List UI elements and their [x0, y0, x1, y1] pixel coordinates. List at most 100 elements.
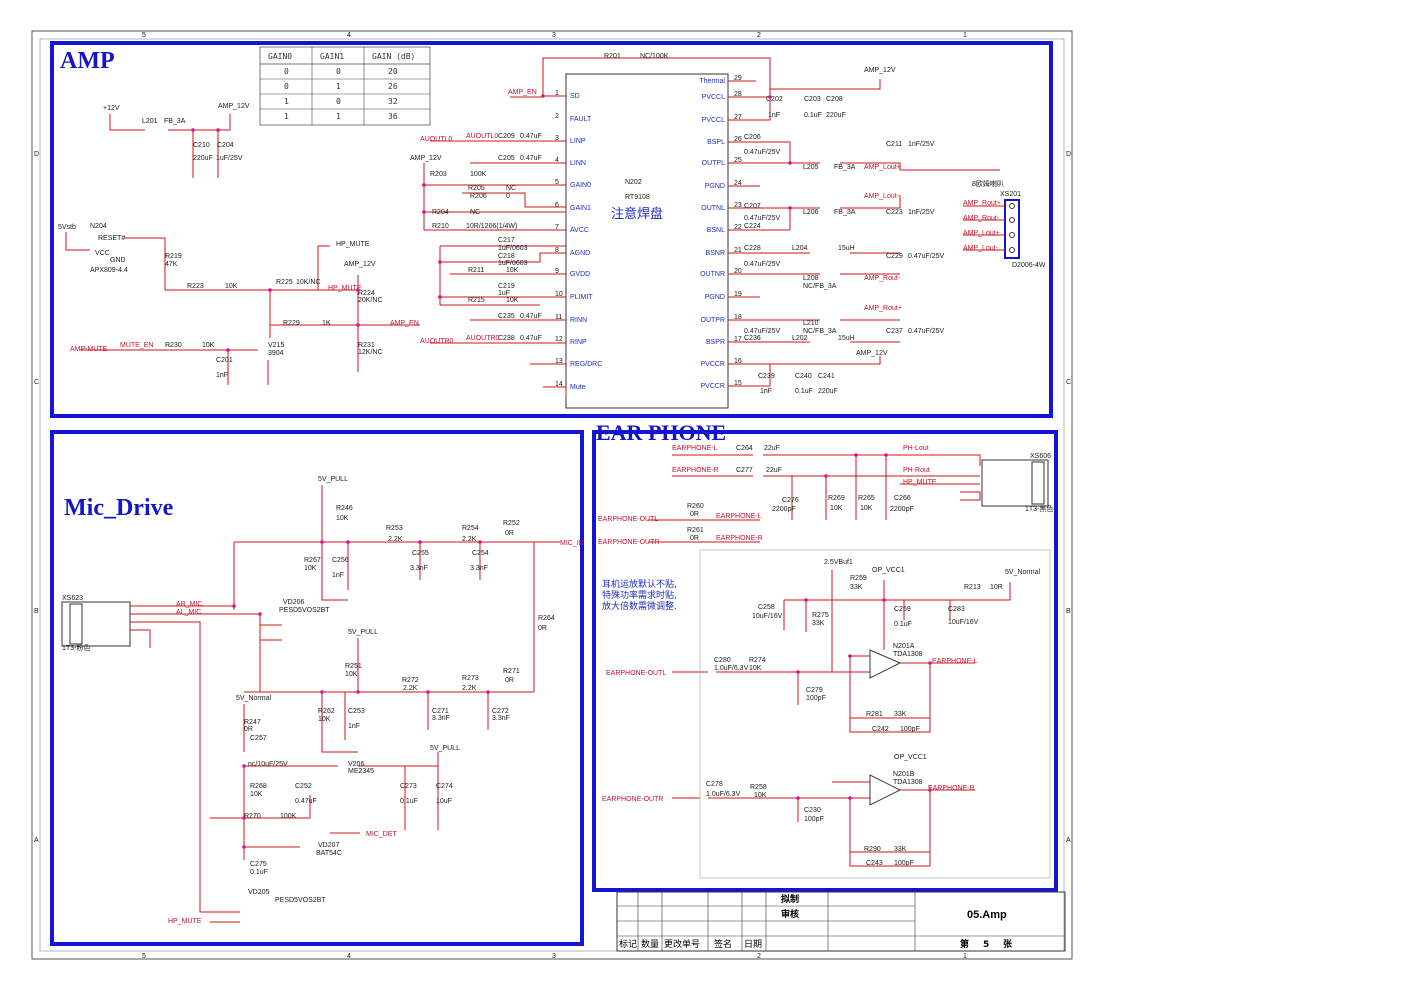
component-label: 0R	[505, 677, 514, 684]
component-label: 1nF/25V	[908, 141, 935, 148]
component-label: C209	[498, 133, 515, 140]
junction-dot	[242, 764, 246, 768]
component-label: C223	[886, 209, 903, 216]
component-label: 33K	[812, 620, 825, 627]
chip-pin-name: PGND	[705, 294, 725, 301]
component-label: R201	[604, 53, 621, 60]
earphone-jack-xs606	[981, 459, 1049, 507]
net-label: HP_MUTE	[328, 285, 362, 292]
component-label: 10K	[304, 565, 317, 572]
component-label: C218	[498, 253, 515, 260]
component-label: L202	[792, 335, 808, 342]
component-label: +12V	[103, 105, 120, 112]
junction-dot	[848, 796, 852, 800]
component-label: R230	[165, 342, 182, 349]
component-label: 1nF	[332, 572, 344, 579]
title-block: 拟制 审核 05.Amp 标记 数量 更改单号 签名 日期 第 5 张	[616, 891, 1066, 952]
component-label: C257	[250, 735, 267, 742]
chip-pin-number: 13	[555, 358, 563, 365]
gain-cell: 20	[388, 67, 398, 76]
border-tick-top: 4	[347, 32, 351, 39]
chip-pin-number: 28	[734, 91, 742, 98]
border-tick-top: 2	[757, 32, 761, 39]
earphone-note-line: 耳机运放默认不贴,	[602, 578, 677, 590]
component-label: ME2345	[348, 768, 374, 775]
component-label: C203	[804, 96, 821, 103]
chip-ref: N202	[625, 179, 642, 186]
component-label: 2.2K	[462, 685, 477, 692]
component-label: NC	[470, 209, 480, 216]
component-label: C278	[706, 781, 723, 788]
component-label: L204	[792, 245, 808, 252]
component-label: L208	[803, 275, 819, 282]
border-tick-left: D	[34, 151, 39, 158]
earphone-optional-area	[699, 549, 1051, 879]
component-label: C229	[886, 253, 903, 260]
chip-pin-name: PGND	[705, 183, 725, 190]
net-label: EARPHONE-OUTR	[602, 796, 663, 803]
drawing-title: 05.Amp	[967, 909, 1007, 921]
component-label: 220uF	[818, 388, 838, 395]
gain-cell: 0	[284, 82, 289, 91]
chip-pin-number: 29	[734, 75, 742, 82]
net-label: MUTE_EN	[120, 342, 153, 349]
component-label: C219	[498, 283, 515, 290]
component-label: FB_3A	[834, 164, 856, 171]
component-label: R268	[250, 783, 267, 790]
component-label: N201B	[893, 771, 915, 778]
chip-pin-number: 21	[734, 247, 742, 254]
net-label: EARPHONE-OUTL	[606, 670, 666, 677]
component-label: PESD5VOS2BT	[275, 897, 326, 904]
component-label: C258	[758, 604, 775, 611]
amp-section	[50, 41, 1053, 418]
junction-dot	[226, 348, 230, 352]
component-label: AMP_12V	[856, 350, 888, 357]
component-label: R247	[244, 719, 261, 726]
junction-dot	[320, 540, 324, 544]
component-label: 0.1uF	[804, 112, 822, 119]
net-label: AMP_Lout+	[864, 164, 901, 171]
border-tick-right: D	[1066, 151, 1071, 158]
chip-pin-number: 16	[734, 358, 742, 365]
component-label: 0.47uF/25V	[744, 328, 781, 335]
border-tick-bottom: 1	[963, 953, 967, 960]
chip-pin-number: 18	[734, 314, 742, 321]
component-label: OP_VCC1	[872, 567, 905, 574]
component-label: C272	[492, 708, 509, 715]
chip-pin-name: GAIN1	[570, 205, 591, 212]
net-label: HP_MUTE	[903, 479, 937, 486]
component-label: 10K	[336, 515, 349, 522]
amp-chip-n202: N202 RT9108 注意焊盘	[565, 73, 729, 409]
chip-note: 注意焊盘	[611, 206, 663, 222]
component-label: 0.47uF/25V	[744, 261, 781, 268]
amp-speaker-connector	[963, 199, 1020, 259]
component-label: R254	[462, 525, 479, 532]
net-label: AMP_EN	[508, 89, 537, 96]
net-label: EARPHONE-L	[672, 445, 718, 452]
component-label: 0.47uF	[520, 155, 542, 162]
component-label: R205	[468, 185, 485, 192]
junction-dot	[882, 598, 886, 602]
outer-frame	[31, 30, 1073, 960]
junction-dot	[824, 474, 828, 478]
component-label: 3.3nF	[492, 715, 510, 722]
component-label: R270	[244, 813, 261, 820]
component-label: C202	[766, 96, 783, 103]
component-label: 1.0uF/6.3V	[706, 791, 741, 798]
component-label: 22uF	[766, 467, 782, 474]
component-label: 10R	[990, 584, 1003, 591]
component-label: AMP_12V	[218, 103, 250, 110]
junction-dot	[216, 128, 220, 132]
component-label: AMP_12V	[410, 155, 442, 162]
inner-frame	[39, 38, 1065, 952]
net-label: AMP_Lout-	[864, 193, 900, 200]
chip-pin-name: OUTPL	[702, 160, 725, 167]
component-label: 10K	[754, 792, 767, 799]
chip-pin-name: BSNR	[706, 250, 725, 257]
chip-pin-number: 1	[555, 90, 559, 97]
chip-pin-number: 26	[734, 136, 742, 143]
component-label: R261	[687, 527, 704, 534]
border-tick-right: B	[1066, 608, 1071, 615]
